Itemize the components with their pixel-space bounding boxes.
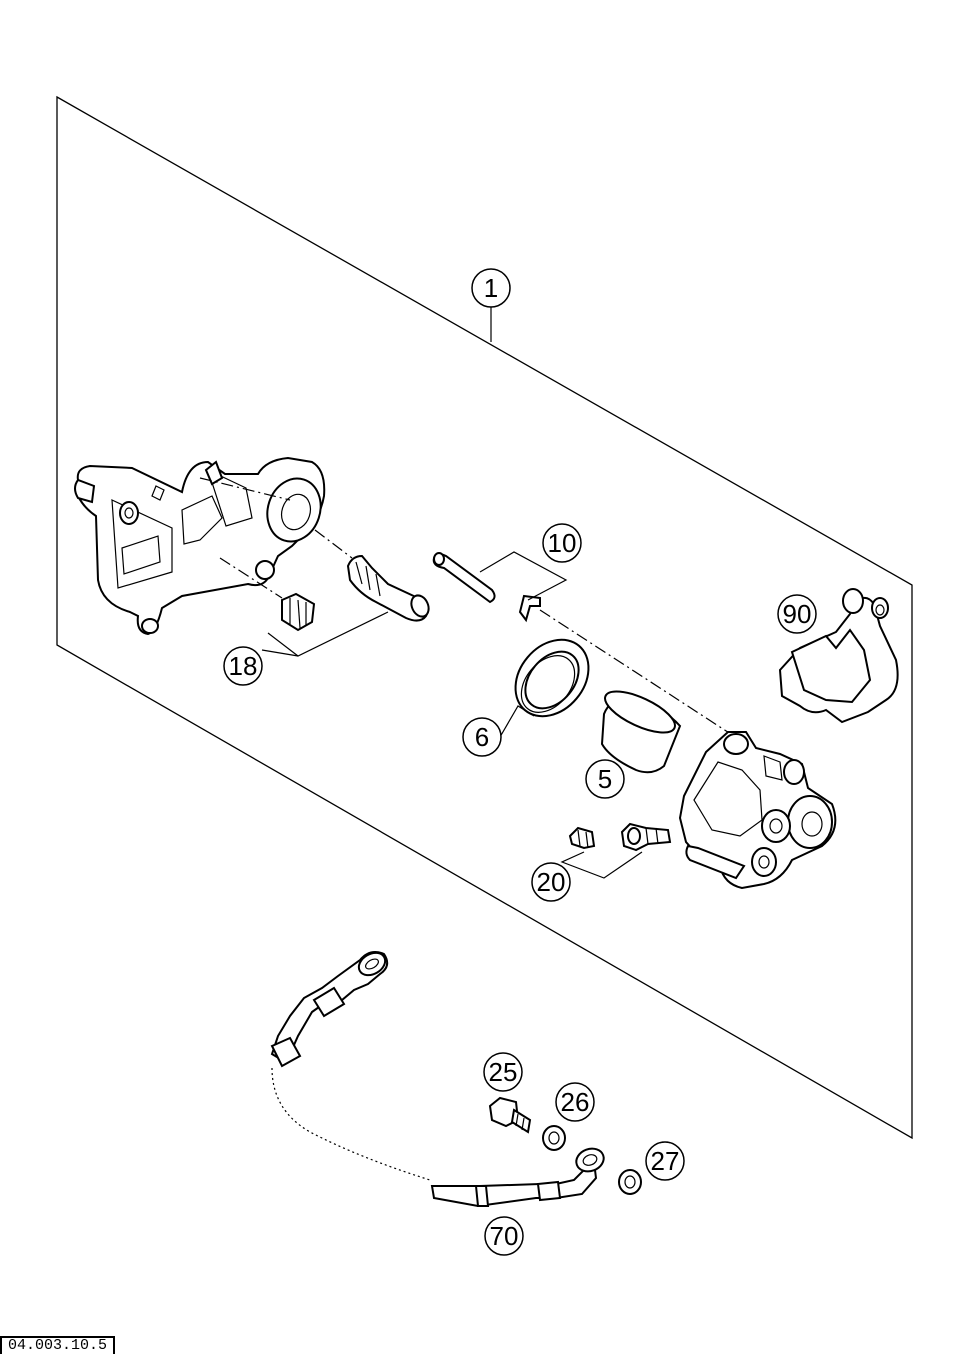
- callout-70[interactable]: 70: [484, 1216, 524, 1256]
- banjo-bolt-part-25: [488, 1096, 532, 1134]
- svg-text:18: 18: [229, 651, 258, 681]
- drawing-reference-number: 04.003.10.5: [0, 1336, 116, 1354]
- callout-90[interactable]: 90: [777, 594, 817, 634]
- piston-part-5: [600, 690, 682, 774]
- callout-10[interactable]: 10: [479, 523, 582, 601]
- piston-seal-part-6: [514, 638, 590, 718]
- caliper-bracket: [74, 456, 326, 636]
- svg-text:6: 6: [475, 722, 489, 752]
- assembly-boundary: [56, 95, 913, 1140]
- svg-text:70: 70: [490, 1221, 519, 1251]
- guide-pin-part-18: [346, 554, 430, 622]
- caliper-body: [678, 731, 837, 890]
- bushing-part-18: [281, 592, 316, 632]
- svg-text:27: 27: [651, 1146, 680, 1176]
- pin-clip-part-10: [518, 594, 541, 623]
- washer-part-26: [542, 1125, 566, 1151]
- callout-5[interactable]: 5: [585, 759, 625, 799]
- svg-text:1: 1: [484, 273, 498, 303]
- callout-6[interactable]: 6: [462, 705, 535, 757]
- callout-25[interactable]: 25: [483, 1052, 523, 1092]
- svg-text:90: 90: [783, 599, 812, 629]
- callout-20[interactable]: 20: [531, 851, 643, 902]
- pad-pin-part-10: [432, 552, 496, 604]
- svg-text:5: 5: [598, 764, 612, 794]
- washer-part-27: [618, 1169, 642, 1195]
- callout-27[interactable]: 27: [645, 1141, 685, 1181]
- callout-1[interactable]: 1: [471, 268, 511, 342]
- brake-hose-part-70: [270, 951, 605, 1208]
- bleeder-screw-part-20: [568, 826, 596, 850]
- callout-26[interactable]: 26: [555, 1082, 595, 1122]
- svg-text:26: 26: [561, 1087, 590, 1117]
- svg-text:25: 25: [489, 1057, 518, 1087]
- callout-18[interactable]: 18: [223, 611, 389, 686]
- brake-pads-part-90: [778, 588, 899, 724]
- svg-text:10: 10: [548, 528, 577, 558]
- bleeder-valve-part-20: [620, 822, 672, 852]
- svg-text:20: 20: [537, 867, 566, 897]
